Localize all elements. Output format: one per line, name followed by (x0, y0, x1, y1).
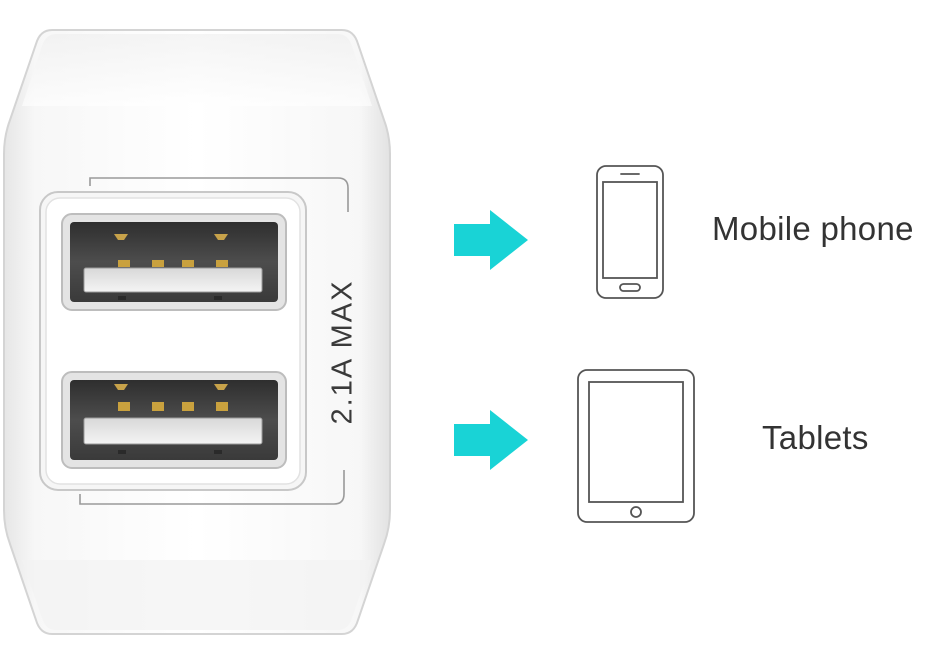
arrow-right-icon (454, 210, 528, 270)
device-label-mobile-phone: Mobile phone (712, 210, 914, 247)
usb-port-bottom (61, 371, 287, 469)
panel-bracket (79, 177, 349, 505)
usb-port-top (61, 213, 287, 311)
mobile-phone-icon (596, 165, 664, 299)
charger-rating-label: 2.1A MAX (326, 279, 359, 425)
tablet-icon (577, 369, 695, 523)
device-label-tablets: Tablets (762, 419, 869, 456)
arrow-right-icon (454, 410, 528, 470)
